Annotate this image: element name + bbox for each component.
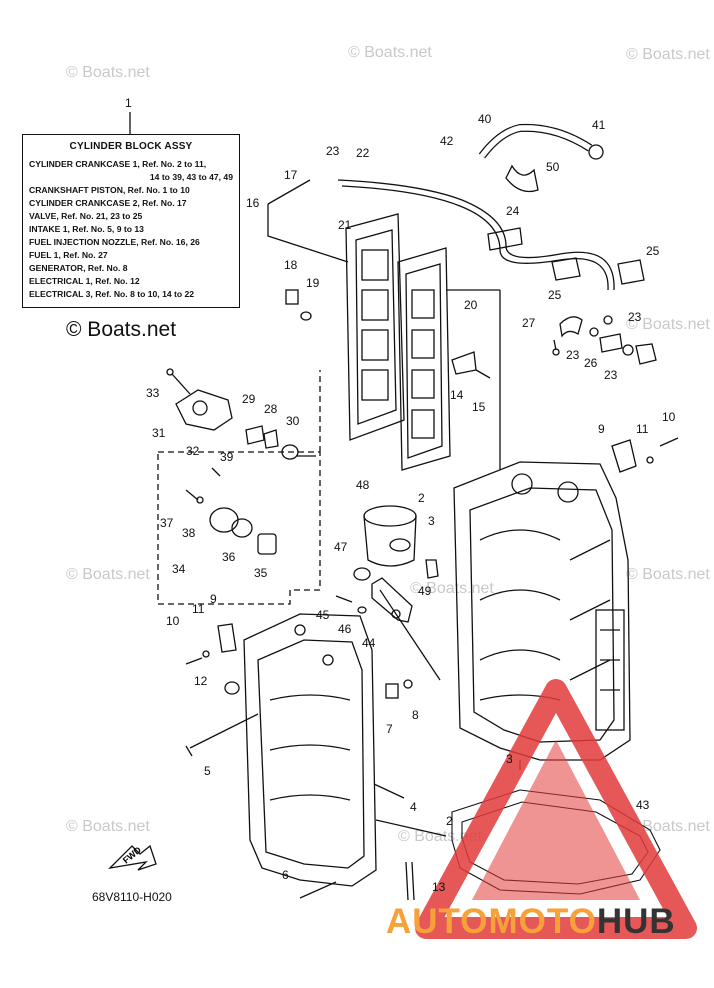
callout-40: 40 (478, 112, 492, 126)
callout-32: 32 (186, 444, 200, 458)
brand-logo: AUTOMOTOHUB (386, 902, 676, 942)
callout-3: 3 (506, 752, 513, 766)
legend-line: INTAKE 1, Ref. No. 5, 9 to 13 (29, 224, 144, 234)
legend-line: CYLINDER CRANKCASE 1, Ref. No. 2 to 11, (29, 159, 207, 169)
callout-28: 28 (264, 402, 278, 416)
callout-37: 37 (160, 516, 174, 530)
legend-title: CYLINDER BLOCK ASSY (69, 141, 193, 152)
callout-50: 50 (546, 160, 560, 174)
watermark: © Boats.net (626, 818, 710, 835)
callout-44: 44 (362, 636, 376, 650)
brand-triangle-icon (415, 679, 697, 939)
callout-22: 22 (356, 146, 370, 160)
callout-48: 48 (356, 478, 370, 492)
brand-part1: AUTOMOTO (386, 902, 597, 941)
callout-23: 23 (628, 310, 642, 324)
callout-5: 5 (204, 764, 211, 778)
callout-14: 14 (450, 388, 464, 402)
callout-31: 31 (152, 426, 166, 440)
callout-25: 25 (646, 244, 660, 258)
brand-part2: HUB (596, 902, 676, 941)
callout-4: 4 (410, 800, 417, 814)
callout-49: 49 (418, 584, 432, 598)
callout-39: 39 (220, 450, 234, 464)
callout-2: 2 (418, 491, 425, 505)
callout-6: 6 (282, 868, 289, 882)
callout-45: 45 (316, 608, 330, 622)
callout-46: 46 (338, 622, 352, 636)
callout-34: 34 (172, 562, 186, 576)
watermark: © Boats.net (348, 44, 432, 61)
watermark: © Boats.net (398, 828, 482, 845)
callout-17: 17 (284, 168, 298, 182)
callout-35: 35 (254, 566, 268, 580)
watermark: © Boats.net (66, 318, 177, 341)
legend-box: CYLINDER BLOCK ASSY CYLINDER CRANKCASE 1… (22, 134, 240, 308)
callout-23: 23 (566, 348, 580, 362)
callout-43: 43 (636, 798, 650, 812)
callout-38: 38 (182, 526, 196, 540)
callout-1: 1 (125, 96, 132, 110)
legend-line: FUEL INJECTION NOZZLE, Ref. No. 16, 26 (29, 237, 200, 247)
callout-23: 23 (326, 144, 340, 158)
legend-line: CRANKSHAFT PISTON, Ref. No. 1 to 10 (29, 185, 190, 195)
fwd-arrow-icon: FWD (108, 844, 157, 871)
legend-line: FUEL 1, Ref. No. 27 (29, 250, 108, 260)
legend-line: 14 to 39, 43 to 47, 49 (149, 172, 233, 182)
callout-11: 11 (192, 602, 205, 616)
callout-9: 9 (598, 422, 605, 436)
callout-42: 42 (440, 134, 454, 148)
legend-line: VALVE, Ref. No. 21, 23 to 25 (29, 211, 143, 221)
callout-3: 3 (428, 514, 435, 528)
callout-24: 24 (506, 204, 520, 218)
callout-23: 23 (604, 368, 618, 382)
watermark: © Boats.net (626, 46, 710, 63)
callout-12: 12 (194, 674, 208, 688)
watermark: © Boats.net (66, 818, 150, 835)
legend-line: ELECTRICAL 1, Ref. No. 12 (29, 276, 140, 286)
callout-9: 9 (210, 592, 217, 606)
legend-line: ELECTRICAL 3, Ref. No. 8 to 10, 14 to 22 (29, 289, 195, 299)
watermark: © Boats.net (410, 580, 494, 597)
callout-11: 11 (636, 422, 649, 436)
callout-25: 25 (548, 288, 562, 302)
callout-29: 29 (242, 392, 256, 406)
callout-21: 21 (338, 218, 352, 232)
legend-line: GENERATOR, Ref. No. 8 (29, 263, 128, 273)
callout-33: 33 (146, 386, 160, 400)
callout-8: 8 (412, 708, 419, 722)
callout-41: 41 (592, 118, 606, 132)
callout-10: 10 (662, 410, 676, 424)
callout-36: 36 (222, 550, 236, 564)
watermark: © Boats.net (66, 566, 150, 583)
callout-20: 20 (464, 298, 478, 312)
watermark: © Boats.net (626, 566, 710, 583)
callout-19: 19 (306, 276, 320, 290)
callout-16: 16 (246, 196, 260, 210)
diagram-code: 68V8110-H020 (92, 890, 172, 904)
watermark: © Boats.net (626, 316, 710, 333)
callout-27: 27 (522, 316, 536, 330)
legend-line: CYLINDER CRANKCASE 2, Ref. No. 17 (29, 198, 187, 208)
callout-15: 15 (472, 400, 486, 414)
watermark: © Boats.net (66, 64, 150, 81)
callout-47: 47 (334, 540, 348, 554)
callout-13: 13 (432, 880, 446, 894)
callout-18: 18 (284, 258, 298, 272)
callout-26: 26 (584, 356, 598, 370)
callout-7: 7 (386, 722, 393, 736)
callout-30: 30 (286, 414, 300, 428)
callout-2: 2 (446, 814, 453, 828)
callout-10: 10 (166, 614, 180, 628)
